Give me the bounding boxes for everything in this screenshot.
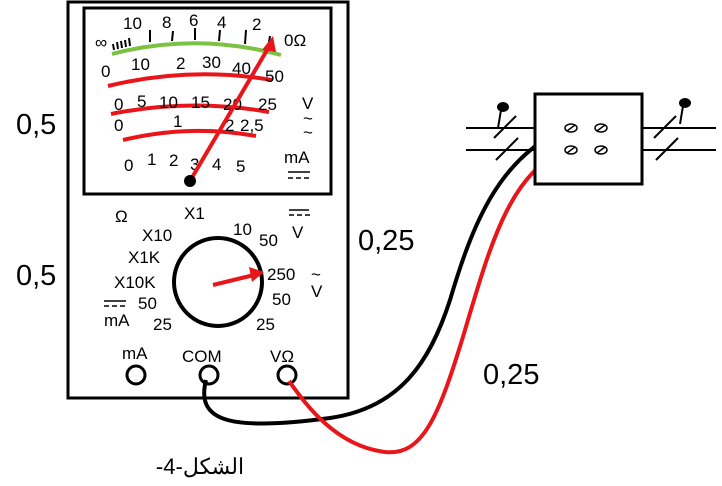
- ohm-label-8: 8: [162, 13, 171, 32]
- multimeter-body: [66, 0, 350, 400]
- ohm-label-6: 6: [189, 11, 198, 30]
- selector-pointer: [212, 273, 255, 287]
- needle-pivot: [184, 175, 196, 187]
- red-lead-mark: 0,25: [483, 359, 539, 391]
- jack-ma[interactable]: [125, 364, 147, 386]
- ohm-label-2: 2: [252, 15, 261, 34]
- v50-label-30: 30: [202, 53, 221, 72]
- v50-label-10: 10: [131, 55, 150, 74]
- selector-x10k: X10K: [114, 273, 156, 292]
- ma5-label-5: 5: [236, 157, 245, 176]
- selector-vdc-dc-symbol: [289, 209, 310, 216]
- ma25-label-2: 2: [225, 116, 234, 135]
- v50-label-50: 50: [265, 67, 284, 86]
- selector-mark: 0,5: [16, 260, 56, 292]
- ohm-label-zero: 0Ω: [284, 31, 306, 50]
- ma5-label-4: 4: [212, 155, 221, 174]
- selector-ohm-symbol: Ω: [115, 207, 128, 226]
- selector-pointer-tip: [249, 267, 264, 282]
- meter-needle: [188, 43, 272, 183]
- selector-vac-unit: V: [311, 282, 323, 301]
- v50-label-0: 0: [101, 62, 110, 81]
- selector-x10: X10: [142, 226, 172, 245]
- v25-unit: V: [302, 94, 314, 113]
- v25-label-10: 10: [159, 93, 178, 112]
- selector-vdc-unit: V: [292, 223, 304, 242]
- v50-label-40: 40: [232, 59, 251, 78]
- break-marks: [493, 115, 679, 161]
- ohm-label-4: 4: [217, 13, 226, 32]
- selector-vac-250: 250: [267, 265, 295, 284]
- needle-tip: [262, 36, 276, 52]
- jack-vohm-label: VΩ: [270, 347, 294, 366]
- selector-vac-50: 50: [272, 290, 291, 309]
- ma25-label-0: 0: [114, 116, 123, 135]
- selector-ma-25: 25: [153, 315, 172, 334]
- selector-ma-unit: mA: [104, 311, 130, 330]
- selector-vdc-50: 50: [259, 231, 278, 250]
- terminal-screws: [564, 123, 608, 155]
- ohm-label-inf: ∞: [95, 33, 107, 52]
- jack-com[interactable]: [198, 364, 220, 386]
- jack-com-label: COM: [182, 347, 222, 366]
- ma25-label-1: 1: [173, 112, 182, 131]
- v25-ac-symbol: ~: [303, 109, 313, 128]
- selector-vac-symbol: ~: [311, 265, 321, 284]
- v25-ac-symbol-2: ~: [303, 123, 313, 142]
- figure-caption: الشكل-4-: [156, 454, 244, 479]
- display-dc-symbol: [288, 171, 310, 179]
- ma-unit: mA: [284, 148, 310, 167]
- selector-x1: X1: [184, 204, 205, 223]
- v25-label-25: 25: [258, 95, 277, 114]
- black-test-lead: [202, 126, 567, 426]
- selector-vdc-10: 10: [233, 220, 252, 239]
- ma5-label-3: 3: [190, 155, 199, 174]
- jack-vohm[interactable]: [276, 364, 298, 386]
- pin-marks: [497, 98, 691, 129]
- selector-x1k: X1K: [128, 248, 161, 267]
- v25-label-5: 5: [137, 92, 146, 111]
- ma5-label-0: 0: [124, 156, 133, 175]
- ma5-label-1: 1: [147, 150, 156, 169]
- ohm-scale-arc: [111, 41, 282, 57]
- volt-scale-arc-lower: [110, 103, 270, 116]
- selector-vac-25: 25: [256, 315, 275, 334]
- selector-ma-dc-symbol: [104, 300, 126, 307]
- jack-ma-label: mA: [122, 344, 148, 363]
- ma-scale-arc: [122, 128, 257, 142]
- display-window: [82, 6, 333, 196]
- selector-ma-50: 50: [138, 294, 157, 313]
- terminal-block: [533, 92, 644, 186]
- ma5-label-2: 2: [169, 151, 178, 170]
- ohm-label-10: 10: [123, 14, 142, 33]
- red-test-lead: [287, 148, 569, 455]
- v25-label-15: 15: [191, 93, 210, 112]
- ohm-scale-ticks: [112, 28, 271, 51]
- ma25-label-2-5: 2,5: [240, 116, 264, 135]
- black-lead-mark: 0,25: [358, 225, 414, 257]
- display-mark: 0,5: [16, 109, 56, 141]
- v25-label-0: 0: [114, 95, 123, 114]
- v50-label-2: 2: [176, 54, 185, 73]
